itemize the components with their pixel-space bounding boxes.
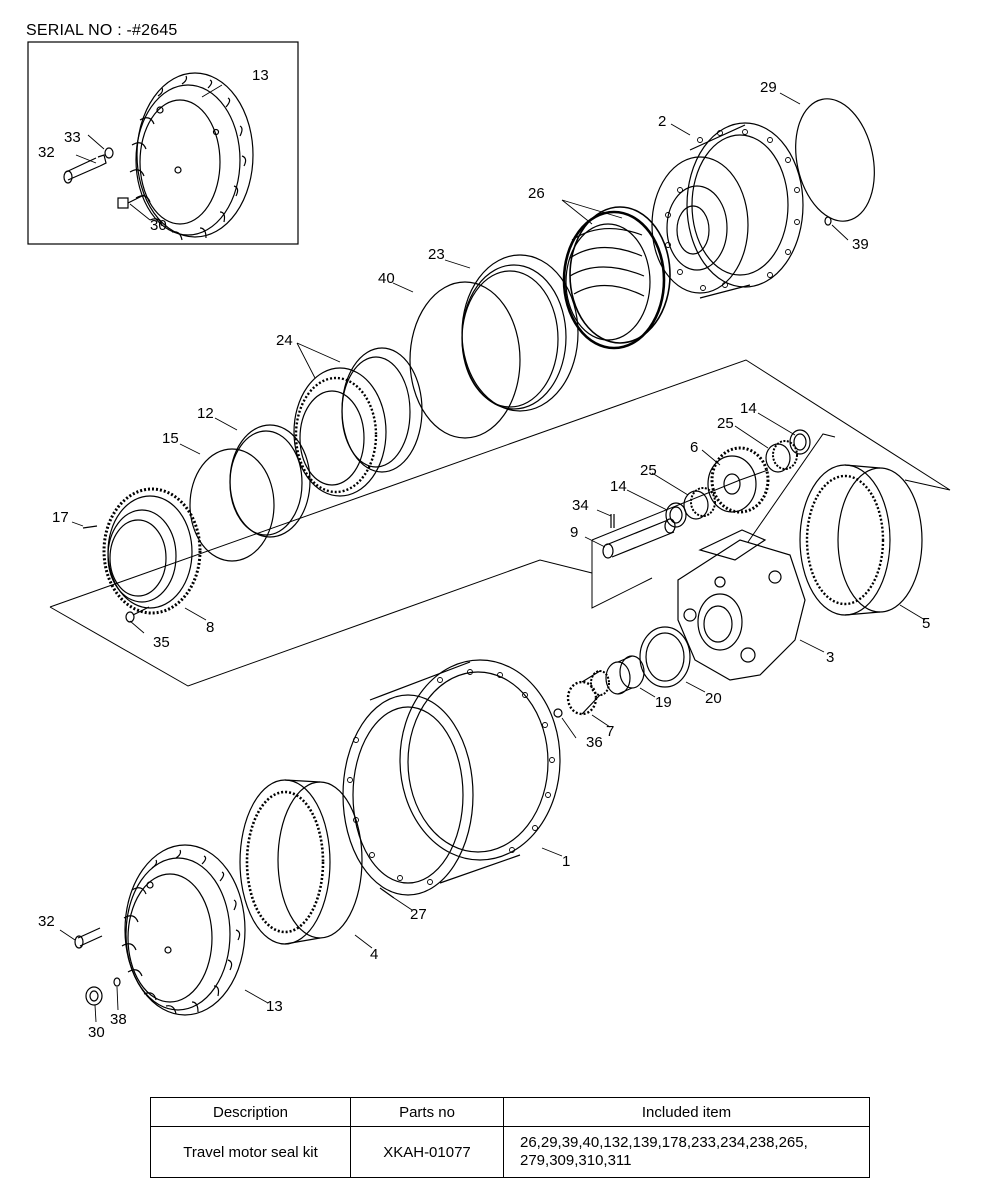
part-12-ring xyxy=(229,424,311,538)
callout-25-lower: 25 xyxy=(640,462,657,479)
part-14-thrust-washer-b xyxy=(665,502,687,528)
callout-36: 36 xyxy=(586,734,603,751)
part-39-plug xyxy=(824,216,832,226)
callout-1: 1 xyxy=(562,853,570,870)
callout-40: 40 xyxy=(378,270,395,287)
callout-12: 12 xyxy=(197,405,214,422)
callout-13: 13 xyxy=(266,998,283,1015)
inset-box xyxy=(27,41,299,245)
part-19-bearing xyxy=(605,655,645,695)
part-9-shaft xyxy=(602,518,676,559)
part-13-cover-inset xyxy=(129,72,254,241)
part-6-gear xyxy=(707,446,770,514)
part-15-o-ring xyxy=(189,448,275,562)
header-description: Description xyxy=(150,1097,351,1127)
leader-lines xyxy=(59,92,926,1023)
callout-9: 9 xyxy=(570,524,578,541)
callout-6: 6 xyxy=(690,439,698,456)
part-29-o-ring xyxy=(795,98,875,222)
part-33-washer-inset xyxy=(104,147,114,159)
callout-19: 19 xyxy=(655,694,672,711)
cell-included-item: 26,29,39,40,132,139,178,233,234,238,265,… xyxy=(503,1126,870,1178)
callout-26: 26 xyxy=(528,185,545,202)
part-38-o-ring xyxy=(113,977,121,987)
callout-33-inset: 33 xyxy=(64,129,81,146)
table-row: Travel motor seal kit XKAH-01077 26,29,3… xyxy=(150,1126,870,1178)
callout-15: 15 xyxy=(162,430,179,447)
part-23-ring xyxy=(461,254,579,412)
part-30-plug-inset xyxy=(117,194,145,209)
callout-39: 39 xyxy=(852,236,869,253)
part-32-bolt xyxy=(74,927,103,949)
callout-5: 5 xyxy=(922,615,930,632)
part-25-needle-bearing-b xyxy=(683,487,716,520)
part-8-gear-ring xyxy=(102,487,202,615)
callout-29: 29 xyxy=(760,79,777,96)
part-36-ball xyxy=(553,708,563,718)
callout-30-inset: 30 xyxy=(150,217,167,234)
header-parts-no: Parts no xyxy=(350,1097,504,1127)
part-24-bearing xyxy=(293,347,423,497)
part-25-needle-bearing-a xyxy=(765,440,798,473)
part-35-bolt xyxy=(125,606,150,623)
callout-8: 8 xyxy=(206,619,214,636)
callout-20: 20 xyxy=(705,690,722,707)
callout-38: 38 xyxy=(110,1011,127,1028)
part-32-bolt-inset xyxy=(63,154,107,184)
part-4-ring-gear xyxy=(239,779,363,945)
cell-parts-no: XKAH-01077 xyxy=(350,1126,504,1178)
included-item-line-2: 279,309,310,311 xyxy=(520,1152,632,1169)
callout-7: 7 xyxy=(606,723,614,740)
part-27-pin xyxy=(379,887,395,899)
callout-2: 2 xyxy=(658,113,666,130)
part-5-ring-gear xyxy=(799,464,923,616)
part-30-plug xyxy=(85,986,103,1006)
callout-32: 32 xyxy=(38,913,55,930)
callout-27: 27 xyxy=(410,906,427,923)
callout-14-lower: 14 xyxy=(610,478,627,495)
callout-32-inset: 32 xyxy=(38,144,55,161)
callout-labels: 13 33 32 30 29 2 39 26 23 40 24 12 15 17… xyxy=(38,67,930,1041)
callout-13-inset: 13 xyxy=(252,67,269,84)
serial-number-label: SERIAL NO : -#2645 xyxy=(26,22,178,39)
part-13-cover xyxy=(121,844,246,1016)
callout-17: 17 xyxy=(52,509,69,526)
part-2-hub xyxy=(651,122,804,299)
part-40-o-ring xyxy=(409,281,521,439)
header-included-item: Included item xyxy=(503,1097,870,1127)
callout-25-upper: 25 xyxy=(717,415,734,432)
part-14-thrust-washer-a xyxy=(789,429,811,455)
callout-30: 30 xyxy=(88,1024,105,1041)
seal-kit-table: Description Parts no Included item Trave… xyxy=(150,1097,870,1178)
assembly-frame-lines xyxy=(49,359,951,687)
callout-14-upper: 14 xyxy=(740,400,757,417)
included-item-line-1: 26,29,39,40,132,139,178,233,234,238,265, xyxy=(520,1134,808,1151)
part-7-sun-gear xyxy=(566,670,610,716)
part-1-housing xyxy=(342,659,561,896)
part-3-carrier xyxy=(677,529,806,681)
callout-4: 4 xyxy=(370,946,378,963)
callout-24: 24 xyxy=(276,332,293,349)
part-34-spring-pin xyxy=(610,514,615,528)
part-17-pin xyxy=(82,525,98,529)
cell-description: Travel motor seal kit xyxy=(150,1126,351,1178)
callout-35: 35 xyxy=(153,634,170,651)
part-26-floating-seal xyxy=(562,206,671,350)
table-header-row: Description Parts no Included item xyxy=(150,1097,870,1127)
callout-34: 34 xyxy=(572,497,589,514)
callout-23: 23 xyxy=(428,246,445,263)
part-20-thrust-ring xyxy=(639,626,691,688)
callout-3: 3 xyxy=(826,649,834,666)
